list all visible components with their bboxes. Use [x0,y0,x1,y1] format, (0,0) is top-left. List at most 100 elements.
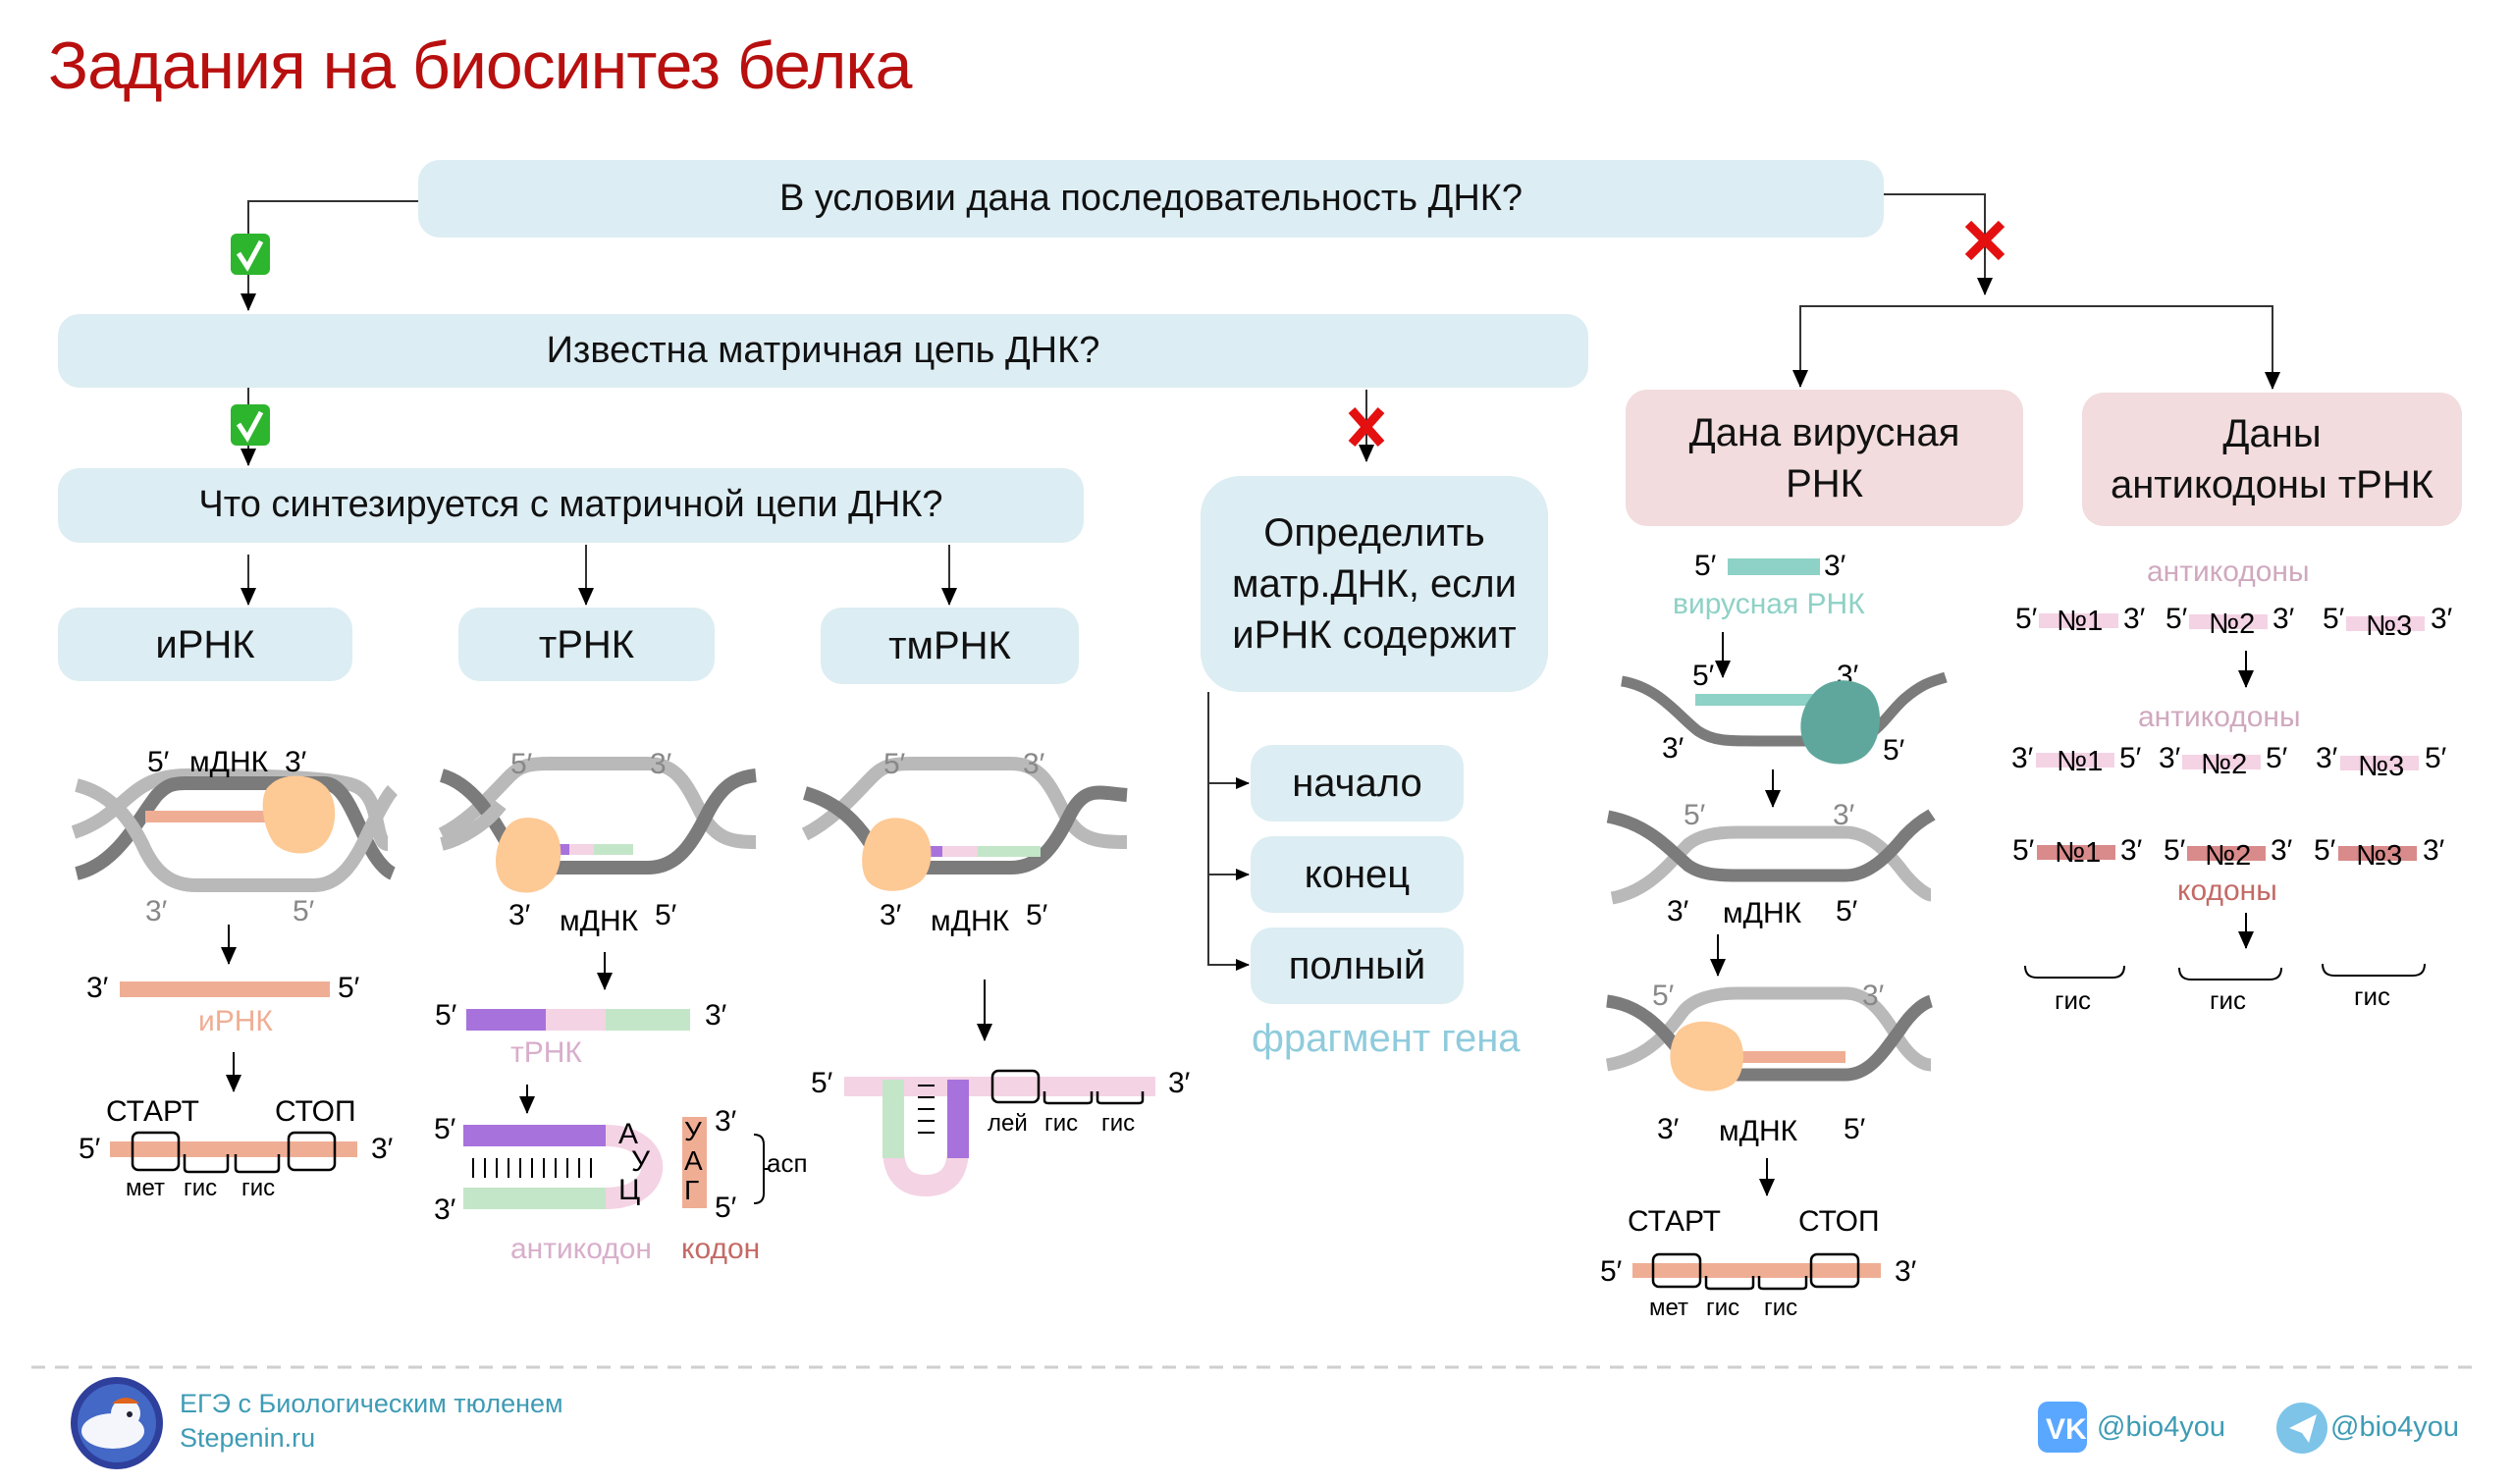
label: 5′ [2165,603,2188,635]
product-irna: иРНК [58,608,352,681]
label: 5′ [79,1133,101,1165]
option-end: конец [1251,836,1464,913]
label: 5′ [1652,980,1675,1012]
cross-mark-icon [1348,407,1385,447]
irna-caption: иРНК [198,1005,273,1037]
viral-dna-bubble-1 [1606,809,1936,905]
anticodon-letter: Ц [618,1174,640,1206]
label: 3′ [705,999,727,1032]
aa-label: гис [241,1175,275,1201]
footer-line-2[interactable]: Stepenin.ru [180,1423,316,1453]
label: 3′ [2423,834,2445,867]
anticodon-caption: антикодон [510,1233,652,1265]
connector-q1-yes [241,200,418,311]
anticodons-line-1: Даны [2222,412,2322,455]
question-dna-given: В условии дана последовательность ДНК? [418,160,1884,238]
check-mark-icon [231,234,270,275]
anticodon-row-2: 3′ №1 5′ 3′ №2 5′ 3′ №3 5′ [2011,742,2447,782]
aa-label: гис [1706,1295,1739,1321]
label: мДНК [189,746,269,778]
question-template-known: Известна матричная цепь ДНК? [58,314,1588,388]
label: 3′ [2431,603,2453,635]
trna-dna-bubble [438,757,757,893]
start-label: СТАРТ [106,1095,199,1128]
label: 3′ [1168,1067,1191,1099]
trna-caption: тРНК [510,1036,582,1069]
label: 3′ [650,748,672,780]
telegram-handle[interactable]: @bio4you [2330,1411,2460,1443]
codon-caption: кодон [681,1233,760,1265]
label: №3 [2356,840,2402,872]
connector-q1-no [1884,193,1993,295]
viral-line-2: РНК [1786,461,1863,505]
label: 3′ [1895,1255,1917,1288]
viral-rna-strand [1728,558,1820,575]
label: 5′ [435,999,457,1032]
codon-row: 5′ №1 3′ 5′ №2 3′ 5′ №3 3′ [2012,834,2445,872]
check-mark-icon [231,404,270,446]
label: 5′ [715,1192,737,1224]
stop-label: СТОП [275,1095,356,1128]
label: 5′ [1684,799,1706,831]
label: мДНК [560,905,639,937]
label: 5′ [147,746,170,778]
label: №1 [2055,837,2101,869]
label: 5′ [1026,899,1048,931]
label: мДНК [931,905,1010,937]
label: 3′ [1667,895,1689,928]
page-title: Задания на биосинтез белка [48,28,912,103]
aa-label: гис [2354,981,2390,1011]
label: 3′ [371,1133,394,1165]
label: 3′ [1657,1113,1680,1145]
label: 3′ [2123,603,2146,635]
label: 5′ [2164,834,2186,867]
cross-mark-icon [1964,220,2005,261]
aa-label: гис [2055,985,2091,1015]
label: 5′ [434,1113,456,1145]
label: 3′ [2271,834,2293,867]
aa-label: мет [1649,1295,1688,1321]
label: 5′ [510,748,533,780]
label: 5′ [338,972,360,1004]
label: 3′ [1833,799,1855,831]
irna-strand [120,981,330,997]
reverse-transcriptase [1800,680,1881,765]
label: 3′ [2120,834,2143,867]
label: 5′ [1692,660,1715,692]
label: 3′ [2011,742,2034,774]
vk-handle[interactable]: @bio4you [2097,1411,2226,1443]
determine-line-3: иРНК содержит [1232,613,1517,657]
tmrna-dna-bubble [801,757,1128,891]
label: 3′ [434,1193,456,1226]
label: 5′ [2314,834,2336,867]
determine-box: Определить матр.ДНК, если иРНК содержит [1201,476,1548,692]
anticodons-caption: антикодоны [2138,701,2301,733]
determine-line-1: Определить [1263,511,1485,555]
label: №2 [2209,609,2255,640]
label: 3′ [1862,980,1885,1012]
label: 3′ [715,1105,737,1138]
seal-logo-icon [71,1377,163,1469]
label: 5′ [2015,603,2038,635]
gene-fragment-caption: фрагмент гена [1252,1017,1521,1060]
label: 5′ [1883,734,1905,767]
label: 5′ [2012,834,2035,867]
irna-dna-bubble [71,768,399,892]
label: №1 [2057,746,2103,777]
aa-label: асп [767,1148,808,1178]
label: 3′ [508,899,531,931]
label: 5′ [655,899,677,931]
anticodon-row-1: 5′ №1 3′ 5′ №2 3′ 5′ №3 3′ [2015,603,2453,642]
label: 3′ [1023,748,1045,780]
label: №2 [2201,749,2247,780]
label: 3′ [2159,742,2181,774]
label: 5′ [883,748,906,780]
anticodon-letter: А [618,1118,638,1150]
svg-text:VK: VK [2046,1413,2087,1446]
aa-label: гис [1101,1110,1135,1137]
option-start: начало [1251,745,1464,822]
label: №3 [2358,751,2404,782]
codon-strip [682,1117,707,1208]
label: мДНК [1719,1115,1798,1147]
